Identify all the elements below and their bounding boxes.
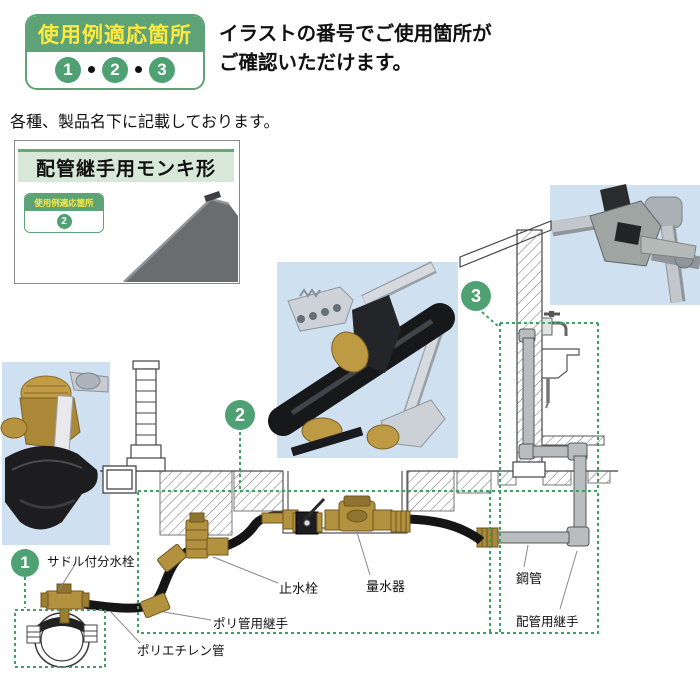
saddle-tap-line-art: [26, 583, 98, 668]
label-polyethylene-pipe: ポリエチレン管: [137, 644, 225, 658]
label-poly-pipe-fitting: ポリ管用継手: [213, 617, 289, 631]
usage-badge-title: 使用例適応箇所: [38, 24, 192, 47]
usage-badge-band: 使用例適応箇所: [27, 16, 203, 52]
header-description-line2: ご確認いただけます。: [219, 52, 413, 74]
product-photo-monkey-wrench: [123, 191, 238, 282]
diagram-marker-2: 2: [225, 400, 255, 430]
photo-wrench-poly-pipe: [268, 261, 458, 458]
label-piping-fitting: 配管用継手: [516, 615, 579, 629]
dot-separator: [88, 66, 95, 73]
usage-badge: 使用例適応箇所 1 2 3: [25, 14, 205, 90]
product-card: 配管継手用モンキ形 使用例適応箇所 2: [14, 140, 240, 284]
note-text: 各種、製品名下に記載しております。: [10, 114, 280, 131]
usage-badge-numbers: 1 2 3: [27, 52, 203, 87]
badge-number-1: 1: [55, 56, 81, 83]
photo-saddle-tap: [0, 362, 110, 545]
header-description: イラストの番号でご使用箇所が ご確認いただけます。: [219, 20, 492, 78]
brass-fittings-line-art: [140, 495, 411, 619]
dot-separator: [135, 66, 142, 73]
standpipe-line-art: [126, 360, 166, 472]
label-stop-valve: 止水栓: [279, 581, 319, 596]
label-saddle-valve: サドル付分水栓: [47, 555, 135, 569]
badge-number-3: 3: [149, 56, 175, 83]
label-steel-pipe: 鋼管: [516, 571, 543, 586]
diagram-marker-3: 3: [461, 281, 491, 311]
house-line-art: [459, 220, 605, 478]
label-water-meter: 量水器: [366, 579, 406, 594]
header-description-line1: イラストの番号でご使用箇所が: [219, 23, 492, 45]
product-card-usage-badge-band: 使用例適応箇所: [25, 194, 103, 211]
product-card-badge-number: 2: [56, 213, 72, 229]
label-leaders: [58, 528, 578, 644]
product-card-title: 配管継手用モンキ形: [35, 158, 216, 180]
product-card-title-band: 配管継手用モンキ形: [18, 149, 234, 182]
product-card-usage-badge-title: 使用例適応箇所: [34, 197, 94, 208]
diagram-marker-1: 1: [11, 549, 39, 577]
badge-number-2: 2: [102, 56, 128, 83]
valve-box-line-art: [102, 465, 137, 494]
photo-wrench-steel-pipe: [550, 184, 700, 305]
product-card-usage-badge-numbers: 2: [25, 211, 103, 231]
product-card-usage-badge: 使用例適応箇所 2: [24, 193, 104, 233]
usage-zone-dashes: [14, 311, 599, 668]
